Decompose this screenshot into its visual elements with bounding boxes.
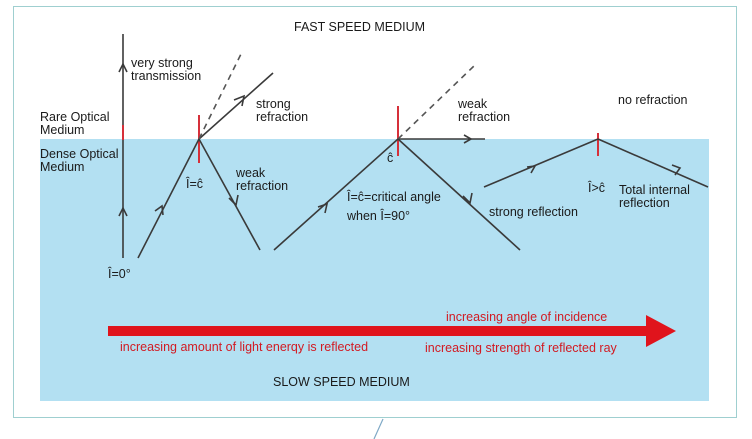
- reflected-ray-4: [597, 138, 709, 188]
- bottom-pointer-line: [373, 418, 384, 439]
- dashed-extension-3: [397, 64, 476, 140]
- very-strong-label-2: transmission: [131, 69, 201, 83]
- arrowhead-2b: [233, 94, 246, 107]
- rare-medium-label-1: Rare Optical: [40, 110, 109, 124]
- increasing-arrow-head: [646, 315, 676, 347]
- critical-angle-label: Î=ĉ=critical angle: [346, 189, 441, 204]
- strong-reflection-label: strong reflection: [489, 205, 578, 219]
- reflected-ray-2: [198, 138, 261, 251]
- arrowhead-2a: [154, 204, 164, 216]
- increasing-angle-label: increasing angle of incidence: [446, 310, 607, 324]
- arrowhead-4a: [526, 165, 537, 174]
- figure-frame: [13, 6, 737, 418]
- strong-refraction-label-2: refraction: [256, 110, 308, 124]
- dense-medium-label-1: Dense Optical: [40, 147, 119, 161]
- total-internal-label-1: Total internal: [619, 183, 690, 197]
- when-i90-label: when Î=90°: [346, 208, 410, 223]
- incident-ray-2: [137, 138, 200, 259]
- total-internal-label-2: reflection: [619, 196, 670, 210]
- very-strong-label-1: very strong: [131, 56, 193, 70]
- dashed-extension-2: [198, 53, 242, 140]
- increasing-strength-label: increasing strength of reflected ray: [425, 341, 618, 355]
- angle-igtc-label: Î>ĉ: [587, 180, 605, 195]
- arrowhead-1a: [118, 206, 128, 217]
- weak-refraction-label-1b: refraction: [236, 179, 288, 193]
- dense-medium-label-2: Medium: [40, 160, 84, 174]
- rare-medium-label-2: Medium: [40, 123, 84, 137]
- increasing-energy-label: increasing amount of light enerqy is ref…: [120, 340, 368, 354]
- arrowhead-4b: [671, 164, 682, 176]
- angle-i0-label: Î=0°: [107, 266, 131, 281]
- weak-refraction-label-2a: weak: [457, 97, 488, 111]
- refracted-ray-2: [198, 72, 274, 140]
- angle-ic-label-small: Î=ĉ: [185, 176, 203, 191]
- dense-medium-region: [40, 139, 709, 401]
- weak-refraction-label-2b: refraction: [458, 110, 510, 124]
- angle-c-label: ĉ: [387, 151, 393, 165]
- incident-ray-4: [483, 138, 599, 188]
- slow-medium-title: SLOW SPEED MEDIUM: [273, 375, 410, 389]
- fast-medium-title: FAST SPEED MEDIUM: [294, 20, 425, 34]
- arrowhead-1b: [118, 62, 128, 73]
- arrowhead-3c: [462, 192, 473, 205]
- arrowhead-3b: [463, 134, 473, 144]
- incident-ray-3: [273, 138, 399, 251]
- arrowhead-2c: [228, 194, 239, 207]
- arrowhead-3a: [317, 202, 329, 214]
- weak-refraction-label-1a: weak: [235, 166, 266, 180]
- reflected-ray-3: [397, 138, 521, 251]
- increasing-arrow-shaft: [108, 326, 648, 336]
- no-refraction-label: no refraction: [618, 93, 688, 107]
- strong-refraction-label-1: strong: [256, 97, 291, 111]
